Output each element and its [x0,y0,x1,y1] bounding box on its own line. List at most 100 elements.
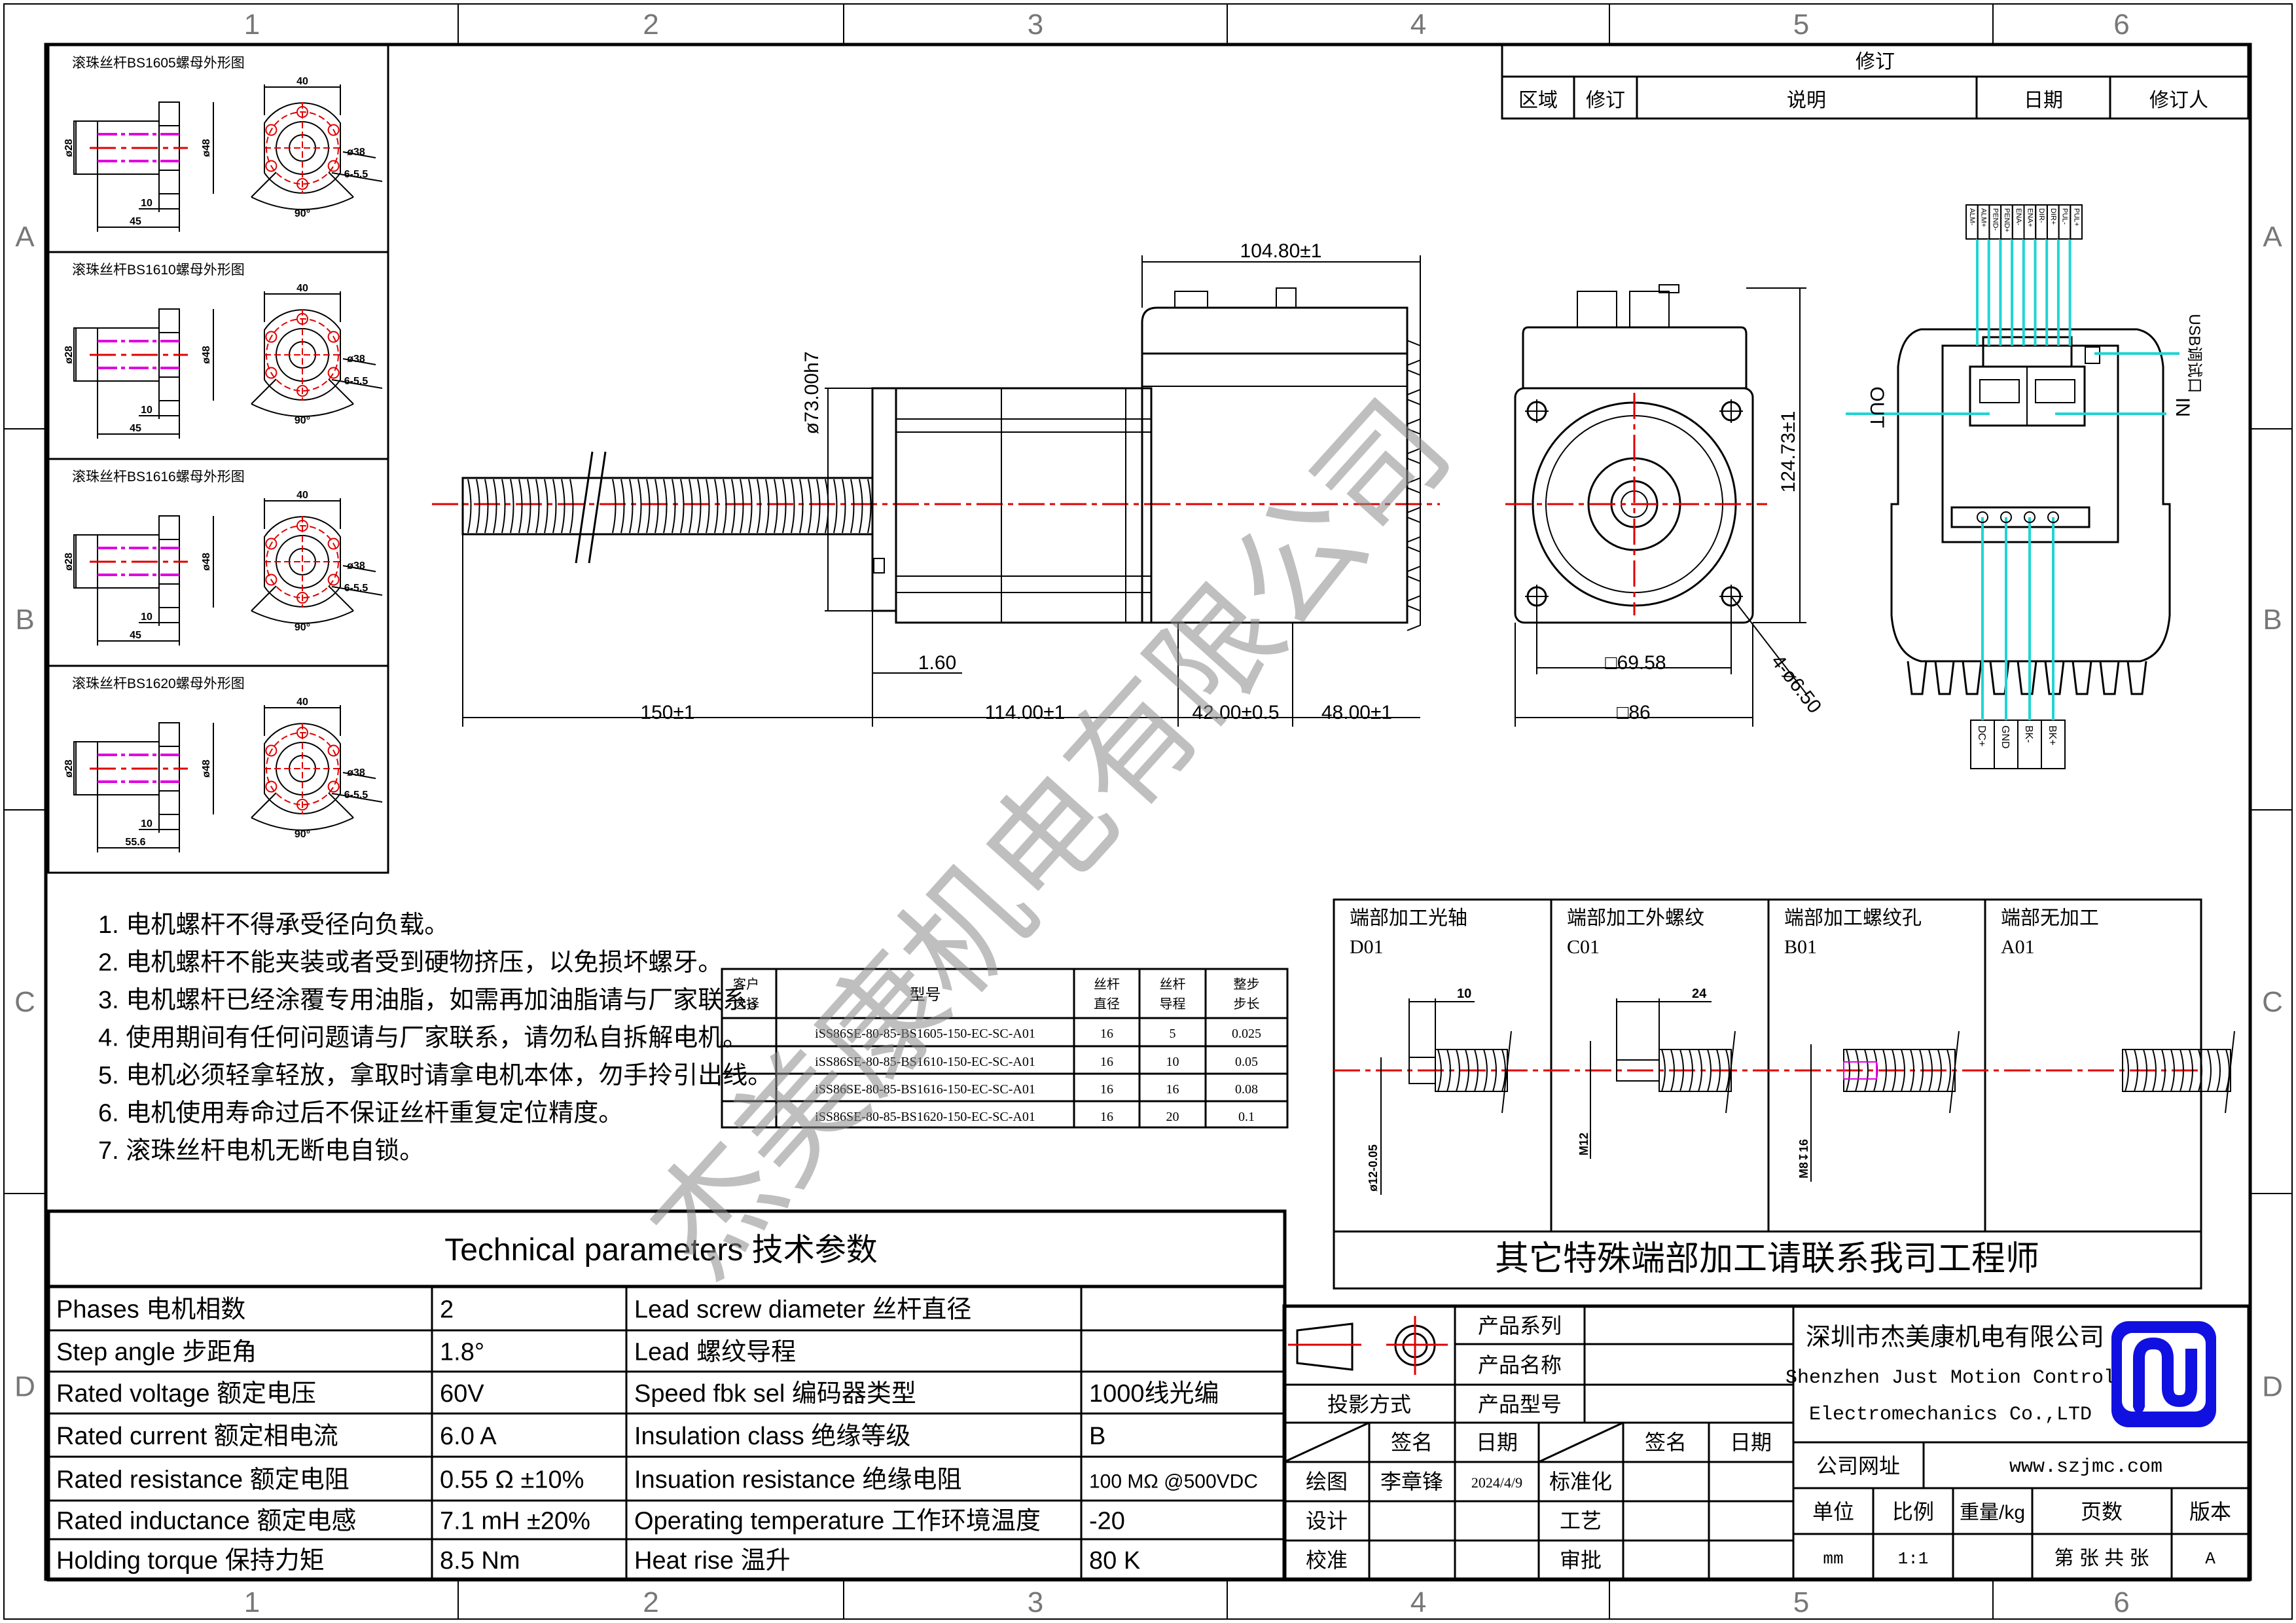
thread-line [1892,1049,1896,1092]
scale-label: 比例 [1892,1500,1934,1523]
thread-line [663,479,668,534]
dim-pcd: ø38 [347,560,365,572]
line [251,172,277,198]
thread-line [748,479,753,534]
signal-pin-label: ENA+ [2026,208,2034,227]
thread-line [1456,1049,1460,1092]
param-label: Rated inductance 额定电感 [56,1508,356,1535]
bolt-hole [265,124,278,136]
end-type-title: 端部加工光轴 [1350,907,1467,929]
projection-label: 投影方式 [1327,1393,1411,1416]
product-series-label: 产品系列 [1478,1314,1562,1338]
line [328,172,354,198]
dim-thread-size: M12 [1577,1133,1590,1156]
usb-debug-port-label: USB调试口 [2185,314,2203,393]
thread-line [791,479,795,534]
table-cell: 20 [1166,1110,1179,1124]
dim-flange-diameter: ø48 [201,346,212,364]
dim-angle: 90° [295,208,310,219]
website-value[interactable]: www.szjmc.com [2009,1456,2162,1478]
thread-line [1882,1049,1887,1092]
line [342,565,376,572]
break-line [1949,1030,1960,1114]
signal-pin-label: ALM- [1968,208,1976,226]
grid-column-label: 4 [1410,1586,1426,1618]
nut-front-outline [264,516,341,608]
bolt-hole [327,331,340,343]
thread-line [1707,1049,1712,1092]
dim-segment-3: 42.00±0.5 [1192,702,1279,723]
thread-line [612,479,617,534]
standardization-label: 标准化 [1549,1470,1612,1493]
revision-title: 修订 [1856,51,1895,73]
grid-column-label: 6 [2113,9,2129,41]
nut-drawing-title: 滚珠丝杆BS1610螺母外形图 [72,263,245,278]
terminal-screw [2047,511,2059,523]
connector-block [1629,291,1670,328]
note-item: 6. 电机使用寿命过后不保证丝杆重复定位精度。 [98,1100,623,1127]
motor-body [871,387,1153,624]
param-value: -20 [1089,1508,1125,1535]
dim-flange-diameter: ø48 [201,553,212,571]
dim-width: 40 [296,283,308,294]
table-header: 步长 [1234,996,1260,1012]
thread-line [2152,1049,2157,1092]
dim-width: 40 [296,76,308,87]
title-block: 产品系列 产品名称 产品型号 投影方式 签名 日期 签名 日期 绘图 李章锋 2… [1282,1304,2251,1582]
dim-tapped-hole: M8↧16 [1797,1139,1810,1178]
note-item: 7. 滚珠丝杆电机无断电自锁。 [98,1137,424,1165]
grid-row-label: D [14,1371,35,1403]
break-line [2225,1030,2235,1114]
end-type-code: B01 [1784,936,1817,958]
table-cell: 16 [1100,1082,1113,1097]
revision-table: 修订 区域 修订 说明 日期 修订人 [1501,44,2250,120]
cooling-fin [2126,661,2147,695]
param-label: Insuation resistance 绝缘电阻 [634,1467,962,1494]
thread-line [689,479,693,534]
nut-front-outline [264,309,341,401]
thread-line [1928,1049,1933,1092]
thread-line [731,479,736,534]
grid-column-label: 6 [2113,1586,2129,1618]
port-out-label: OUT [1866,386,1888,428]
port-in-label: IN [2172,397,2193,417]
thread-line [697,479,702,534]
thread-line [501,479,506,534]
cooling-fin [1907,661,1928,695]
table-cell: iSS86SE-80-85-BS1620-150-EC-SC-A01 [815,1110,1035,1124]
unit-value: mm [1823,1549,1843,1569]
grid-column-label: 1 [244,1586,260,1618]
bolt-hole [296,313,308,325]
thread-line [2216,1049,2221,1092]
power-pin-label: GND [2000,725,2011,749]
date-header-1: 日期 [1476,1431,1518,1454]
thread-line [1437,1049,1442,1092]
end-type-code: D01 [1350,936,1384,958]
grid-column-label: 3 [1028,9,1043,41]
thread-line [2161,1049,2166,1092]
dim-holes: 6-5.5 [344,583,368,594]
thread-line [757,479,761,534]
note-item: 3. 电机螺杆已经涂覆专用油脂，如需再加油脂请与厂家联系。 [98,987,772,1014]
power-pin-label: DC+ [1976,725,1987,746]
dim-angle: 90° [295,415,310,426]
table-header: 直径 [1094,996,1120,1012]
thread-line [2207,1049,2212,1092]
bolt-hole [327,538,340,550]
thread-line [1689,1049,1693,1092]
check-label: 校准 [1306,1548,1348,1572]
signal-pin-label: DIR- [2037,208,2045,223]
dim-body-square: □86 [1617,702,1651,723]
cooling-fin [1407,605,1421,631]
company-name-en-1: Shenzhen Just Motion Control [1785,1367,2115,1389]
table-header: 选择 [733,996,759,1012]
bolt-hole [265,538,278,550]
bolt-hole [265,160,278,172]
param-value: 8.5 Nm [440,1547,520,1575]
dim-shaft-length: 10 [1457,987,1471,1001]
driver-end-view: ALM-ALM+PEND-PEND+ENA-ENA+DIR-DIR+PUL-PU… [1846,204,2203,769]
dim-flange-offset: 1.60 [918,652,956,674]
version-label: 版本 [2189,1500,2231,1523]
